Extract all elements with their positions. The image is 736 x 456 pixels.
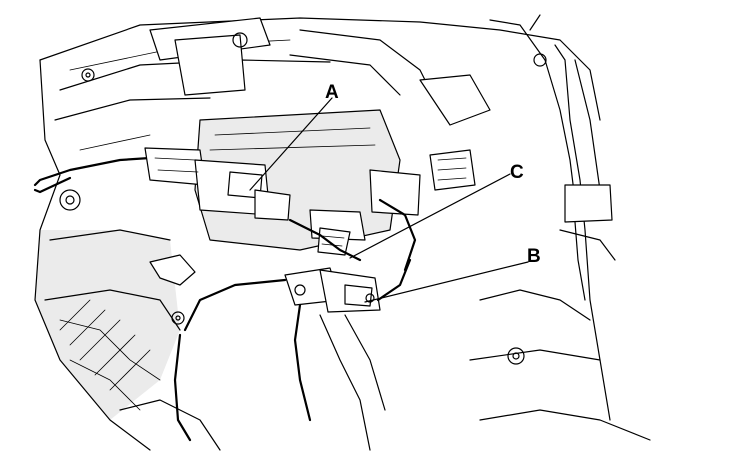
callout-label-b: B (527, 246, 541, 267)
callout-label-a: A (325, 82, 339, 103)
connector-b-area (173, 258, 412, 451)
engine-background (34, 14, 651, 451)
callout-label-c: C (510, 162, 524, 183)
connector-c-area (288, 198, 417, 272)
bracket (149, 254, 196, 325)
left-harness (33, 147, 291, 221)
leader-lines (249, 97, 529, 303)
